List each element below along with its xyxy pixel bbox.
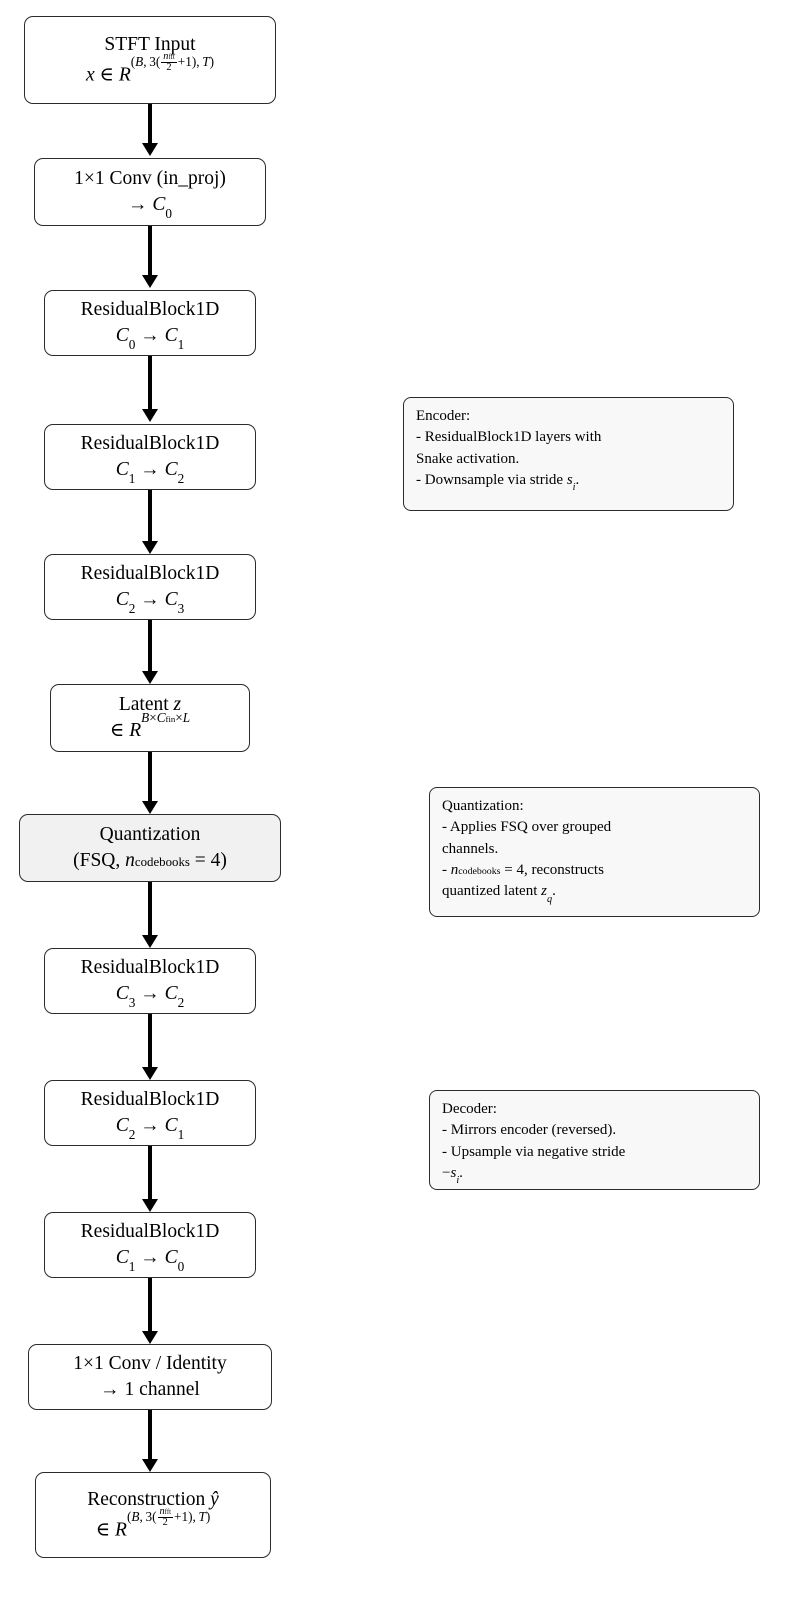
note-quantization-line-2: - Applies FSQ over grouped: [442, 819, 612, 836]
node-dec-block-2: ResidualBlock1D C2 → C1: [44, 1080, 256, 1146]
node-quantization: Quantization (FSQ, ncodebooks = 4): [19, 814, 281, 882]
note-encoder-line-1: Encoder:: [416, 408, 471, 424]
node-enc-block-3-line1: ResidualBlock1D: [80, 563, 220, 585]
node-enc-block-2: ResidualBlock1D C1 → C2: [44, 424, 256, 490]
note-decoder-line-2: - Mirrors encoder (reversed).: [442, 1122, 617, 1139]
node-enc-block-2-line1: ResidualBlock1D: [80, 433, 220, 455]
note-quantization-line-1: Quantization:: [442, 798, 524, 814]
note-encoder-line-2: - ResidualBlock1D layers with: [416, 429, 602, 446]
note-quantization-line-3: channels.: [442, 840, 499, 857]
note-quantization-line-5: quantized latent zq.: [442, 883, 556, 905]
note-decoder-line-1: Decoder:: [442, 1101, 497, 1117]
node-enc-block-1-line1: ResidualBlock1D: [80, 299, 220, 321]
note-decoder-line-4: −si.: [442, 1164, 463, 1187]
node-dec-block-1-line2: C3 → C2: [115, 983, 185, 1011]
node-dec-block-1-line1: ResidualBlock1D: [80, 957, 220, 979]
node-reconstruction-line1: Reconstruction ŷ: [87, 1488, 219, 1510]
note-quantization-line-4: - ncodebooks = 4, reconstructs: [442, 861, 604, 878]
node-latent-line2: ∈ RB×Cfin×L: [109, 709, 191, 741]
node-enc-block-1-line2: C0 → C1: [115, 325, 185, 353]
node-quantization-line1: Quantization: [99, 824, 201, 846]
node-dec-block-2-line1: ResidualBlock1D: [80, 1089, 220, 1111]
note-encoder-line-3: Snake activation.: [416, 450, 520, 467]
node-latent: Latent z ∈ RB×Cfin×L: [50, 684, 250, 752]
node-dec-block-3-line1: ResidualBlock1D: [80, 1221, 220, 1243]
node-in-proj-line1: 1×1 Conv (in_proj): [74, 168, 226, 190]
node-dec-block-3-line2: C1 → C0: [115, 1247, 185, 1275]
note-encoder: Encoder: - ResidualBlock1D layers with S…: [403, 397, 734, 511]
node-dec-block-2-line2: C2 → C1: [115, 1115, 185, 1143]
note-decoder-line-3: - Upsample via negative stride: [442, 1143, 626, 1160]
note-quantization: Quantization: - Applies FSQ over grouped…: [429, 787, 760, 917]
node-stft-input-line1: STFT Input: [104, 33, 196, 55]
node-quantization-line2: (FSQ, ncodebooks = 4): [73, 850, 227, 871]
note-decoder: Decoder: - Mirrors encoder (reversed). -…: [429, 1090, 760, 1190]
node-out-proj-line1: 1×1 Conv / Identity: [73, 1353, 227, 1375]
node-in-proj-line2: → C0: [127, 194, 172, 222]
node-out-proj-line2: → 1 channel: [100, 1379, 200, 1400]
node-out-proj: 1×1 Conv / Identity → 1 channel: [28, 1344, 272, 1410]
node-latent-line1: Latent z: [118, 694, 182, 716]
node-in-proj: 1×1 Conv (in_proj) → C0: [34, 158, 266, 226]
node-enc-block-1: ResidualBlock1D C0 → C1: [44, 290, 256, 356]
node-enc-block-2-line2: C1 → C2: [115, 459, 185, 487]
note-encoder-line-4: - Downsample via stride si.: [416, 471, 580, 494]
node-dec-block-3: ResidualBlock1D C1 → C0: [44, 1212, 256, 1278]
node-dec-block-1: ResidualBlock1D C3 → C2: [44, 948, 256, 1014]
node-enc-block-3: ResidualBlock1D C2 → C3: [44, 554, 256, 620]
node-enc-block-3-line2: C2 → C3: [115, 589, 185, 617]
